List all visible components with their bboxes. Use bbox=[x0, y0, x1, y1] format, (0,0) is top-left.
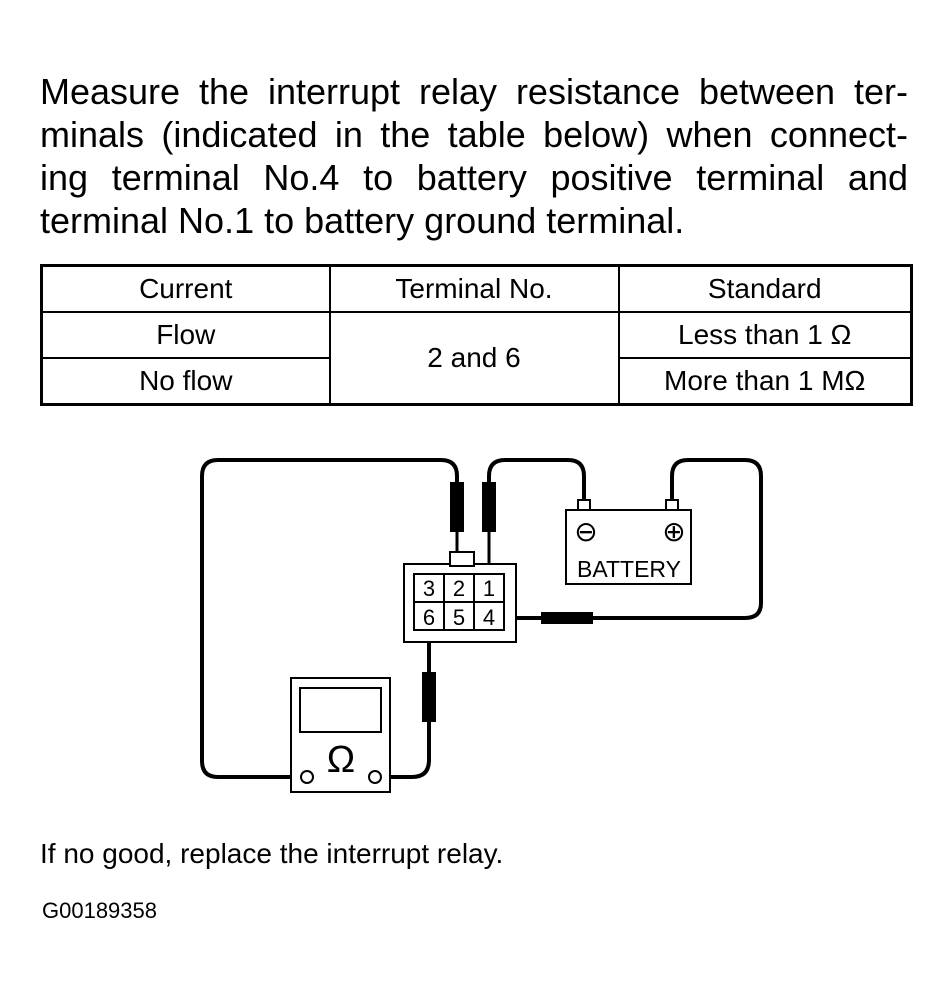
instruction-paragraph: Measure the interrupt relay resistance b… bbox=[40, 70, 908, 242]
battery-label: BATTERY bbox=[577, 556, 681, 582]
header-terminal-no: Terminal No. bbox=[328, 264, 620, 313]
ohmmeter: Ω bbox=[290, 677, 391, 793]
probe-tip-pin2 bbox=[450, 482, 464, 532]
battery: ⊖ ⊕ BATTERY bbox=[565, 499, 692, 585]
instruction-line-4: terminal No.1 to battery ground terminal… bbox=[40, 200, 685, 241]
pin-1-label: 1 bbox=[483, 576, 495, 601]
battery-positive-post bbox=[665, 499, 679, 511]
figure-id: G00189358 bbox=[42, 898, 157, 923]
header-current: Current bbox=[40, 264, 331, 313]
battery-negative-post bbox=[577, 499, 591, 511]
meter-terminal-right bbox=[368, 770, 382, 784]
cell-standard: Less than 1 Ω bbox=[617, 311, 913, 359]
table-row: No flow More than 1 MΩ bbox=[40, 357, 913, 406]
pin-3-label: 3 bbox=[423, 576, 435, 601]
probe-tip-pin1 bbox=[482, 482, 496, 532]
pin-5-label: 5 bbox=[453, 605, 465, 630]
instruction-line-3: ing terminal No.4 to battery positive te… bbox=[40, 157, 908, 198]
pin-2-label: 2 bbox=[453, 576, 465, 601]
table-row: Flow 2 and 6 Less than 1 Ω bbox=[40, 311, 913, 406]
battery-minus-symbol: ⊖ bbox=[574, 515, 597, 548]
instruction-line-1: Measure the interrupt relay resistance b… bbox=[40, 71, 908, 112]
table-header-row: Current Terminal No. Standard bbox=[40, 264, 913, 313]
meter-display bbox=[299, 687, 382, 733]
replace-relay-note: If no good, replace the interrupt relay. bbox=[40, 838, 504, 869]
battery-body bbox=[565, 509, 692, 585]
battery-plus-symbol: ⊕ bbox=[662, 515, 685, 548]
header-standard: Standard bbox=[617, 264, 913, 313]
probe-tip-pin4 bbox=[541, 612, 593, 624]
instruction-line-2: minals (indicated in the table below) wh… bbox=[40, 114, 908, 155]
relay-connector: 3 2 1 6 5 4 bbox=[403, 551, 517, 643]
cell-terminal-no: 2 and 6 bbox=[328, 311, 620, 406]
cell-current: No flow bbox=[40, 357, 331, 406]
meter-terminal-left bbox=[300, 770, 314, 784]
cell-current: Flow bbox=[40, 311, 331, 359]
resistance-standard-table: Current Terminal No. Standard Flow 2 and… bbox=[40, 264, 913, 406]
ohm-symbol: Ω bbox=[327, 739, 355, 781]
wire-pin6-to-meter bbox=[382, 630, 431, 779]
pin-4-label: 4 bbox=[483, 605, 495, 630]
relay-test-wiring-diagram: 3 2 1 6 5 4 ⊖ ⊕ BATTERY Ω bbox=[200, 458, 763, 793]
wire-meter-to-pin2 bbox=[200, 458, 459, 779]
connector-latch bbox=[449, 551, 475, 567]
cell-standard: More than 1 MΩ bbox=[617, 357, 913, 406]
wire-battery-positive-to-pin4 bbox=[505, 458, 763, 620]
wire-pin1-to-battery-negative bbox=[487, 458, 586, 500]
probe-tip-pin6 bbox=[422, 672, 436, 722]
pin-6-label: 6 bbox=[423, 605, 435, 630]
